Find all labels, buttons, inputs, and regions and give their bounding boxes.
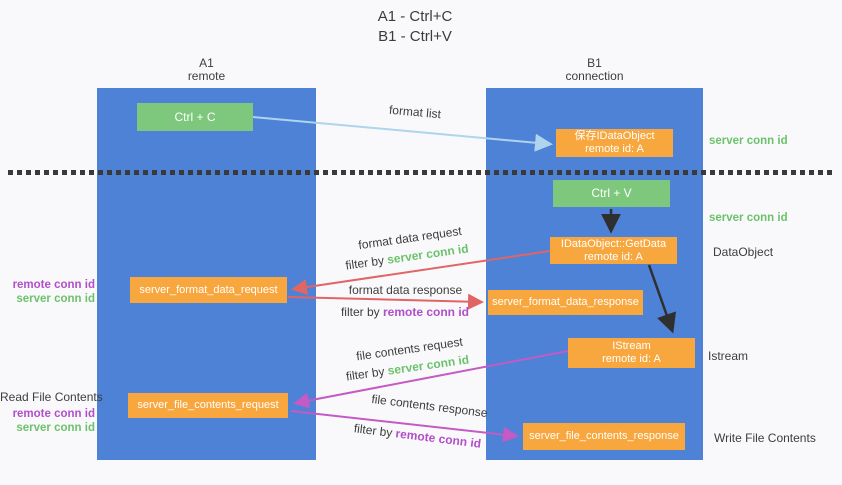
filter-by-text: filter by [340,305,380,319]
lane-header-a1: A1 remote [97,57,316,83]
remote-conn-id-text: remote conn id [12,279,95,291]
annotation-write-file-contents: Write File Contents [714,431,816,445]
title-line-b1: B1 - Ctrl+V [378,28,452,45]
filter-by-text: filter by [344,253,385,273]
node-save-idataobject-line1: 保存IDataObject [574,130,655,142]
annotation-dataobject: DataObject [713,245,774,259]
annotation-server-conn-id-mid-right: server conn id [709,212,788,224]
node-istream-line2: remote id: A [602,353,661,365]
annotation-istream: Istream [708,349,749,363]
node-ctrl-c: Ctrl + C [137,103,253,131]
node-getdata-line1: IDataObject::GetData [560,237,667,250]
label-filter-by-remote-conn-id-1: filter by remote conn id [320,305,490,319]
lane-header-b1: B1 connection [486,57,703,83]
node-file-request-label: server_file_contents_request [137,399,279,411]
filter-by-text: filter by [345,364,386,384]
remote-conn-id-text: remote conn id [383,305,470,319]
node-ctrl-c-label: Ctrl + C [174,109,216,124]
node-file-response-label: server_file_contents_response [529,430,679,442]
label-format-data-response: format data response [348,283,463,297]
label-format-list: format list [388,102,442,122]
remote-conn-id-text: remote conn id [12,408,95,420]
node-save-idataobject-line2: remote id: A [585,143,644,155]
annotation-server-conn-id-top-right: server conn id [709,135,788,147]
node-ctrl-v-label: Ctrl + V [591,186,632,200]
node-ctrl-v: Ctrl + V [553,180,670,207]
annotation-conn-ids-format: remote conn id server conn id [0,278,95,306]
node-getdata-line2: remote id: A [584,250,643,263]
node-format-request-label: server_format_data_request [139,283,278,296]
edge-format-data-response [287,293,484,310]
remote-conn-id-text: remote conn id [394,426,482,451]
node-server-file-contents-request: server_file_contents_request [128,393,288,418]
label-file-contents-response: file contents response [370,391,489,421]
diagram-title: A1 - Ctrl+C B1 - Ctrl+V [335,7,495,47]
annotation-read-file-contents: Read File Contents [0,390,103,404]
node-server-format-data-response: server_format_data_response [488,290,643,315]
lane-a1-role: remote [187,69,226,83]
title-line-a1: A1 - Ctrl+C [377,8,453,25]
node-idataobject-getdata: IDataObject::GetData remote id: A [550,237,677,264]
lane-b1-name: B1 [587,56,602,70]
annotation-conn-ids-file: remote conn id server conn id [0,407,95,435]
node-server-file-contents-response: server_file_contents_response [523,423,685,450]
server-conn-id-text: server conn id [16,422,95,434]
node-save-idataobject: 保存IDataObject remote id: A [556,129,673,157]
label-filter-by-remote-conn-id-2: filter by remote conn id [335,419,500,453]
filter-by-text: filter by [353,421,394,440]
lane-a1-name: A1 [199,56,214,70]
node-format-response-label: server_format_data_response [492,296,639,308]
node-istream-line1: IStream [612,340,651,352]
node-istream: IStream remote id: A [568,338,695,368]
node-server-format-data-request: server_format_data_request [130,277,287,303]
server-conn-id-text: server conn id [16,293,95,305]
lane-b1-role: connection [565,69,624,83]
copy-paste-divider-dotted-line [8,170,836,175]
